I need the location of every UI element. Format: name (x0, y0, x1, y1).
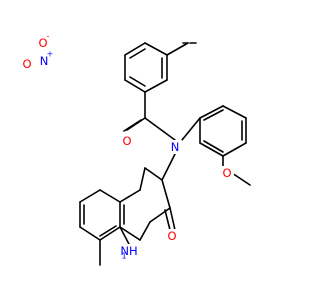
bond-46 (169, 207, 176, 231)
bond-30 (139, 167, 146, 191)
bond-21 (199, 142, 224, 157)
bond-9 (166, 42, 189, 56)
bond-47 (164, 209, 171, 231)
bond-4 (124, 79, 146, 93)
amide-nitrogen: N (171, 140, 180, 154)
bond-36 (139, 221, 151, 241)
bond-8 (129, 76, 146, 87)
ring-nh: NH (120, 244, 137, 258)
bond-layer (79, 42, 251, 266)
amide-oxygen: O (122, 134, 131, 148)
bond-33 (119, 226, 141, 241)
bond-20 (222, 142, 247, 157)
bond-48 (119, 226, 131, 247)
bond-41 (79, 226, 101, 241)
bond-29 (144, 167, 163, 181)
nitro-oxygen-charge: - (47, 32, 50, 41)
bond-17 (199, 105, 224, 119)
molecule-structure: O - N + O O N O 1 NH O (21, 32, 251, 266)
bond-15 (144, 117, 176, 141)
bond-3 (144, 79, 168, 93)
bond-23 (203, 109, 224, 121)
methoxy-oxygen: O (222, 166, 231, 180)
nitro-nitrogen: N (40, 54, 49, 68)
atom-label-layer: O - N + O O N O 1 NH O (21, 32, 234, 261)
bond-0 (124, 42, 146, 56)
ring-nitrogen-locant: 1 (121, 252, 126, 261)
bond-39 (79, 189, 101, 203)
bond-1 (144, 42, 168, 56)
nitro-nitrogen-charge: + (47, 50, 54, 59)
nitro-oxygen-right: O (22, 57, 31, 71)
bond-16 (181, 117, 201, 141)
bond-14 (123, 119, 142, 132)
bond-31 (119, 189, 141, 203)
bond-38 (99, 189, 121, 203)
bond-42 (99, 226, 121, 241)
nitro-oxygen-top: O (38, 36, 47, 50)
bond-28 (161, 153, 176, 181)
bond-27 (231, 172, 251, 186)
bond-34 (161, 179, 171, 209)
bond-35 (149, 207, 171, 223)
lactam-oxygen: O (167, 229, 176, 243)
bond-6 (129, 48, 146, 59)
bond-44 (99, 225, 117, 237)
bond-25 (203, 140, 224, 153)
bond-18 (222, 105, 247, 119)
